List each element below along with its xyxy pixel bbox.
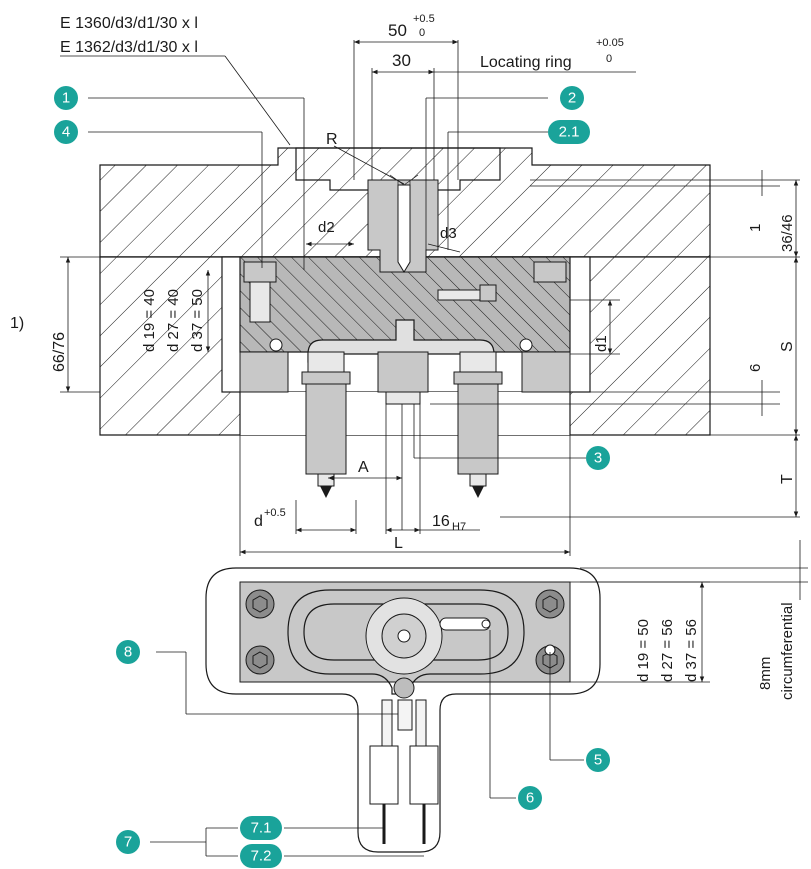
callout-6: 6 [518, 786, 542, 810]
callouts: 1 4 2 2.1 3 8 5 6 [54, 86, 610, 868]
label-R: R [326, 131, 338, 148]
plan-outline [205, 567, 601, 853]
dim-d19-40: d 19 = 40 [141, 289, 158, 352]
dim-A: A [358, 459, 369, 476]
dim-d37-56: d 37 = 56 [683, 619, 700, 682]
dim-S: S [779, 341, 796, 352]
dim-d27-40: d 27 = 40 [165, 289, 182, 352]
svg-text:8: 8 [124, 644, 132, 661]
callout-7-1: 7.1 [240, 816, 282, 840]
callout-7: 7 [116, 830, 140, 854]
locating-ring-label: Locating ring [480, 54, 572, 71]
support-pad-right [521, 351, 571, 393]
dim-66-76: 66/76 [51, 332, 68, 372]
locating-ring [295, 147, 501, 191]
svg-text:5: 5 [594, 752, 602, 769]
dim-d19-50: d 19 = 50 [635, 619, 652, 682]
dim-50-tol-lower: 0 [419, 27, 425, 39]
section-view [99, 147, 711, 498]
dim-d-tol: +0.5 [264, 507, 286, 519]
dim-d3: d3 [440, 225, 457, 242]
callout-3: 3 [586, 446, 610, 470]
svg-text:3: 3 [594, 450, 602, 467]
dim-16-sub: H7 [452, 521, 466, 533]
centering-insert [377, 351, 429, 393]
connector-right [409, 745, 439, 805]
connector-left [369, 745, 399, 805]
callout-7-2: 7.2 [240, 844, 282, 868]
sprue-channel [397, 184, 411, 273]
dim-T: T [779, 474, 796, 484]
svg-text:2: 2 [568, 90, 576, 107]
callout-5: 5 [586, 748, 610, 772]
locating-ring-tol-upper: +0.05 [596, 37, 624, 49]
dim-1: 1 [747, 224, 764, 232]
note-1: 1) [10, 315, 24, 332]
dim-d37-50: d 37 = 50 [189, 289, 206, 352]
dim-L: L [394, 535, 403, 552]
dim-d1: d1 [593, 335, 610, 352]
callout-8: 8 [116, 640, 140, 664]
ref-line-1: E 1360/d3/d1/30 x l [60, 15, 198, 32]
dim-6: 6 [747, 364, 764, 372]
callout-2-1: 2.1 [548, 120, 590, 144]
dim-d27-56: d 27 = 56 [659, 619, 676, 682]
dim-36-46: 36/46 [779, 214, 796, 252]
plan-view [205, 567, 601, 853]
svg-text:7.1: 7.1 [251, 820, 272, 837]
svg-text:1: 1 [62, 90, 70, 107]
svg-text:2.1: 2.1 [559, 124, 580, 141]
dim-30: 30 [392, 51, 411, 70]
nozzle-right [453, 351, 503, 498]
section-dimensions: E 1360/d3/d1/30 x l E 1362/d3/d1/30 x l … [10, 13, 800, 556]
svg-text:7: 7 [124, 834, 132, 851]
dim-16: 16 [432, 513, 450, 530]
svg-text:7.2: 7.2 [251, 848, 272, 865]
dim-circumferential: circumferential [779, 602, 796, 700]
plan-dimensions: d 19 = 50 d 27 = 56 d 37 = 56 8mm circum… [150, 540, 808, 857]
dim-50: 50 [388, 21, 407, 40]
nozzle-left [301, 351, 351, 498]
ref-line-2: E 1362/d3/d1/30 x l [60, 39, 198, 56]
svg-text:4: 4 [62, 124, 70, 141]
support-pad-left [239, 351, 289, 393]
dim-8mm: 8mm [757, 657, 774, 690]
callout-1: 1 [54, 86, 78, 110]
callout-2: 2 [560, 86, 584, 110]
dim-50-tol-upper: +0.5 [413, 13, 435, 25]
callout-4: 4 [54, 120, 78, 144]
dim-d: d [254, 513, 263, 530]
dim-d2: d2 [318, 219, 335, 236]
svg-text:6: 6 [526, 790, 534, 807]
locating-ring-tol-lower: 0 [606, 53, 612, 65]
